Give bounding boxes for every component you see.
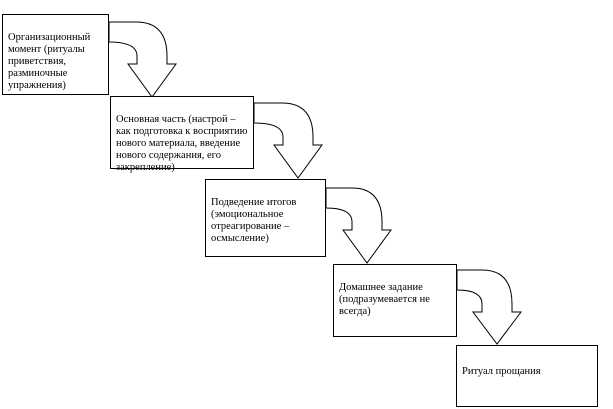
step-label: Основная часть (настрой – как подготовка… — [116, 114, 248, 173]
step-box-organizational-moment: Организационный момент (ритуалы приветст… — [2, 14, 109, 95]
step-box-main-part: Основная часть (настрой – как подготовка… — [110, 96, 254, 173]
bent-arrow-icon — [325, 187, 392, 264]
step-box-farewell-ritual: Ритуал прощания — [456, 345, 598, 407]
bent-arrow-icon — [253, 102, 323, 179]
step-label: Организационный момент (ритуалы приветст… — [8, 32, 91, 91]
step-label: Ритуал прощания — [462, 366, 541, 377]
step-box-homework: Домашнее задание (подразумевается не все… — [333, 264, 457, 337]
bent-arrow-icon — [456, 269, 522, 345]
step-box-summary: Подведение итогов (эмоциональное отреаги… — [205, 179, 326, 257]
step-label: Домашнее задание (подразумевается не все… — [339, 282, 430, 317]
bent-arrow-icon — [108, 21, 177, 98]
step-label: Подведение итогов (эмоциональное отреаги… — [211, 197, 297, 244]
